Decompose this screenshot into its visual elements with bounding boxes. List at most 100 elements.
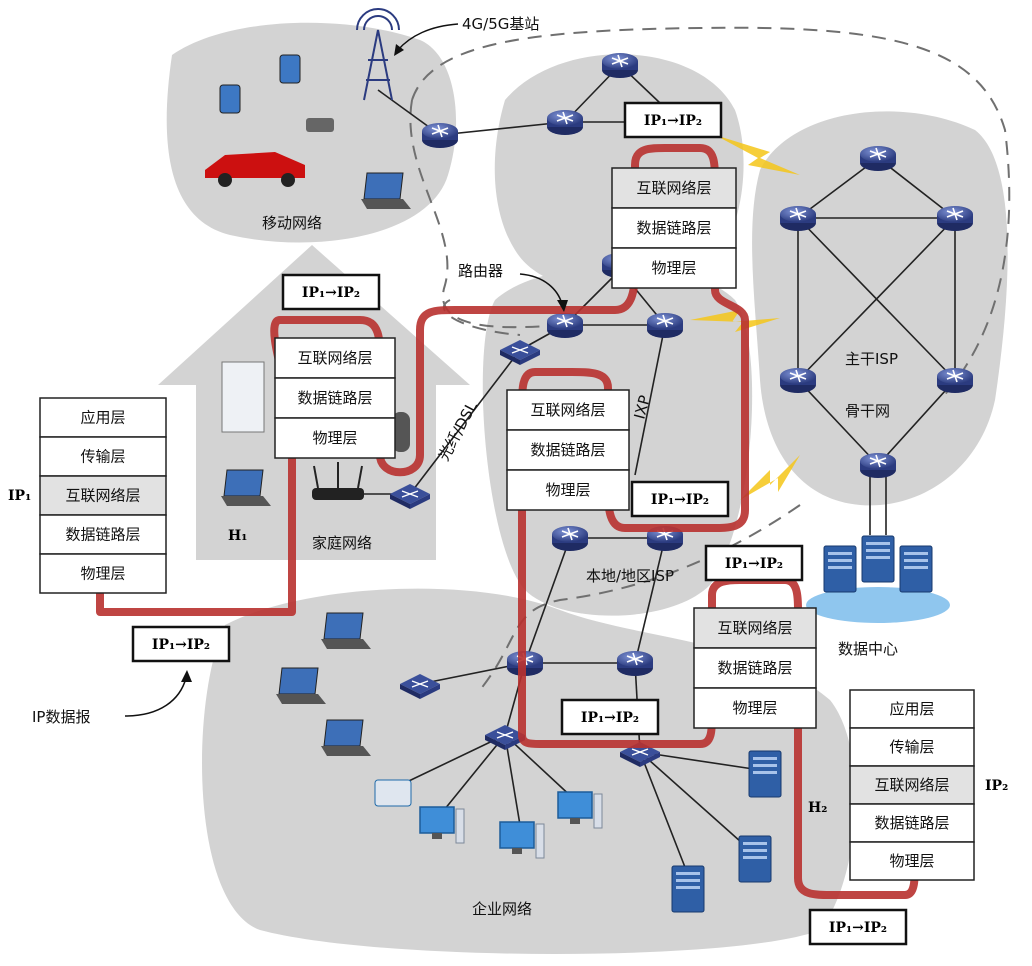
h2-label: H₂	[808, 800, 827, 816]
base-station-label: 4G/5G基站	[462, 15, 539, 33]
datacenter-icon	[806, 535, 950, 623]
ip-packet-box	[808, 908, 908, 946]
protocol-layer-label: 应用层	[889, 700, 934, 718]
ip-packet-text: IP₁→IP₂	[829, 920, 887, 936]
ip-packet-box	[131, 625, 231, 663]
protocol-layer-label: 数据链路层	[65, 526, 140, 544]
packet-labels: IP₁→IP₂ IP₁→IP₂ IP₁→IP₂ IP₁→IP₂ IP₁→IP₂ IP₁→I…	[131, 101, 908, 946]
base-station-arrow	[397, 23, 459, 51]
router-icon	[936, 367, 974, 394]
protocol-layer-label: 物理层	[312, 429, 357, 447]
server-icon	[748, 750, 782, 798]
router-icon	[616, 650, 654, 677]
router-icon	[601, 52, 639, 79]
protocol-layer-cell	[39, 553, 167, 594]
tablet-icon	[219, 84, 241, 114]
wifi-router-icon	[312, 462, 364, 500]
protocol-layer-label: 物理层	[889, 852, 934, 870]
ip-packet-label: IP₁→IP₂	[560, 698, 660, 736]
protocol-layer-label: 物理层	[80, 565, 125, 583]
mail-server-icon	[671, 865, 705, 913]
ip-packet-label: IP₁→IP₂	[704, 544, 804, 582]
enterprise-network-label: 企业网络	[472, 900, 532, 918]
protocol-layer-cell	[274, 377, 396, 419]
ip-packet-label: IP₁→IP₂	[131, 625, 231, 663]
ip1-label: IP₁	[8, 488, 31, 504]
protocol-layer-cell	[611, 247, 737, 289]
protocol-layer-label: 互联网络层	[717, 619, 792, 637]
router-icon	[859, 145, 897, 172]
router-icon	[779, 367, 817, 394]
protocol-layer-label: 数据链路层	[636, 219, 711, 237]
ip-packet-label: IP₁→IP₂	[623, 101, 723, 139]
ip-packet-text: IP₁→IP₂	[581, 710, 639, 726]
router-icon	[936, 205, 974, 232]
mobile-network-label: 移动网络	[262, 214, 322, 232]
ip-packet-text: IP₁→IP₂	[725, 556, 783, 572]
protocol-layer-label: 传输层	[80, 448, 125, 466]
ip-packet-label: IP₁→IP₂	[808, 908, 908, 946]
ip-packet-box	[623, 101, 723, 139]
protocol-layer-cell	[693, 647, 817, 689]
protocol-layer-cell	[849, 841, 975, 881]
ip-packet-box	[704, 544, 804, 582]
protocol-layer-cell	[849, 689, 975, 729]
h1-label: H₁	[228, 528, 247, 544]
home-devices	[220, 339, 541, 510]
printer-icon	[374, 779, 412, 807]
protocol-layer-cell	[506, 469, 630, 511]
protocol-layer-cell	[693, 687, 817, 729]
router-label: 路由器	[458, 262, 503, 280]
cell-tower-icon	[356, 8, 400, 101]
protocol-layer-cell	[274, 417, 396, 459]
tier1-isp-label: 主干ISP	[845, 350, 898, 368]
router-icon	[859, 452, 897, 479]
fiber-dsl-label: 光纤/DSL	[435, 398, 481, 464]
protocol-layer-label: 数据链路层	[530, 441, 605, 459]
wireless-lightning-links	[690, 135, 800, 500]
protocol-layer-label: 互联网络层	[297, 349, 372, 367]
ip-datagram-label: IP数据报	[32, 708, 90, 726]
ixp-label: IXP	[630, 393, 654, 421]
protocol-layer-label: 数据链路层	[717, 659, 792, 677]
home-network-label: 家庭网络	[312, 534, 372, 552]
protocol-layer-label: 传输层	[889, 738, 934, 756]
ip-packet-text: IP₁→IP₂	[302, 285, 360, 301]
mobile-network-region	[166, 22, 457, 243]
protocol-layer-label: 物理层	[732, 699, 777, 717]
router-icon	[551, 525, 589, 552]
ip-packet-text: IP₁→IP₂	[152, 637, 210, 653]
protocol-layer-cell	[39, 514, 167, 555]
car-icon	[205, 152, 305, 187]
router-icon	[646, 312, 684, 339]
ip-packet-box	[281, 273, 381, 311]
camera-icon	[306, 118, 334, 132]
protocol-layer-label: 数据链路层	[874, 814, 949, 832]
protocol-layer-cell	[39, 436, 167, 477]
router-icon	[546, 312, 584, 339]
datacenter-label: 数据中心	[838, 640, 898, 658]
protocol-layer-label: 数据链路层	[297, 389, 372, 407]
protocol-stacks: 应用层传输层互联网络层数据链路层物理层互联网络层数据链路层物理层互联网络层数据链…	[39, 167, 975, 881]
router-icon	[546, 109, 584, 136]
enterprise-region	[202, 588, 856, 954]
isp-dashed-boundary	[409, 26, 1011, 691]
speaker-icon	[392, 412, 410, 452]
protocol-layer-cell	[849, 727, 975, 767]
protocol-layer-label: 互联网络层	[636, 179, 711, 197]
protocol-layer-label: 互联网络层	[874, 776, 949, 794]
server-icon	[738, 835, 772, 883]
ip-packet-text: IP₁→IP₂	[644, 113, 702, 129]
ip-packet-text: IP₁→IP₂	[651, 492, 709, 508]
protocol-layer-cell	[849, 803, 975, 843]
protocol-layer-cell	[693, 607, 817, 649]
tablet-icon	[279, 54, 301, 84]
backbone-label: 骨干网	[845, 402, 890, 420]
